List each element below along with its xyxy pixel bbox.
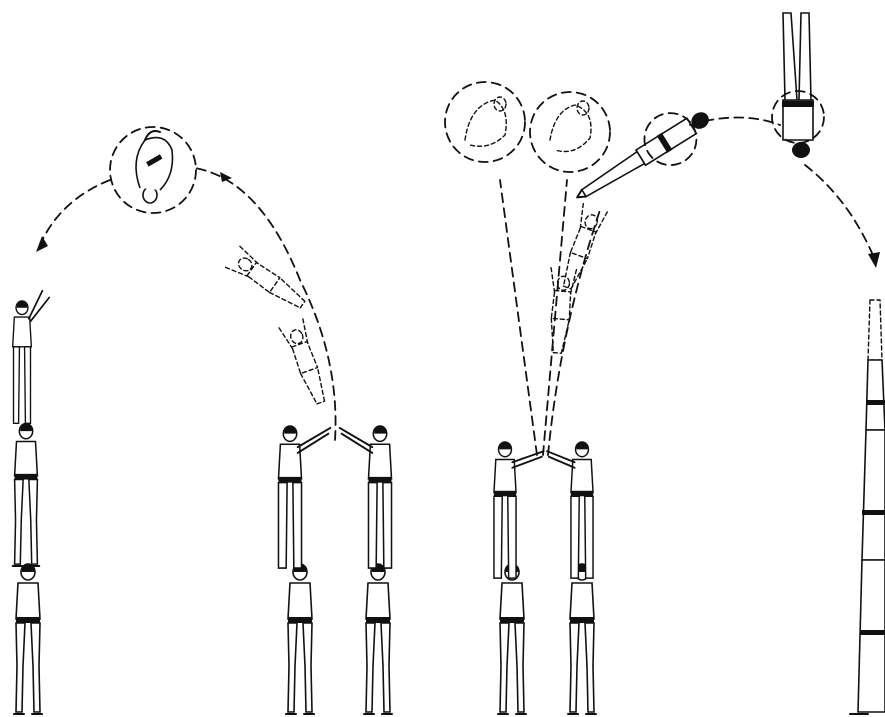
- launch-line-3: [548, 210, 600, 455]
- left-arc-arrow: [36, 236, 48, 252]
- column-middle-figure: [13, 424, 40, 567]
- launch-line-1: [500, 180, 537, 455]
- right-dashed-flyer: [543, 266, 576, 354]
- right-tuck-circle-2: [530, 92, 610, 172]
- left-dashed-flyer: [278, 318, 332, 408]
- left-flight-arc-return: [40, 180, 110, 245]
- right-column-partial: [850, 300, 885, 714]
- launch-line-2: [543, 180, 567, 455]
- right-flight-arc-down: [805, 165, 875, 260]
- column-top-figure: [13, 291, 50, 424]
- right-dashed-flyer-upper: [554, 202, 608, 292]
- right-arc-arrow: [868, 252, 880, 268]
- left-base-pair: [278, 426, 392, 714]
- right-base-pair: [494, 442, 596, 714]
- left-tuck-circle: [110, 127, 196, 213]
- handstand-flyer: [772, 13, 824, 158]
- column-bottom-figure: [14, 564, 42, 714]
- left-dashed-flyer-upper: [224, 245, 309, 316]
- right-tuck-circle-1: [445, 82, 525, 162]
